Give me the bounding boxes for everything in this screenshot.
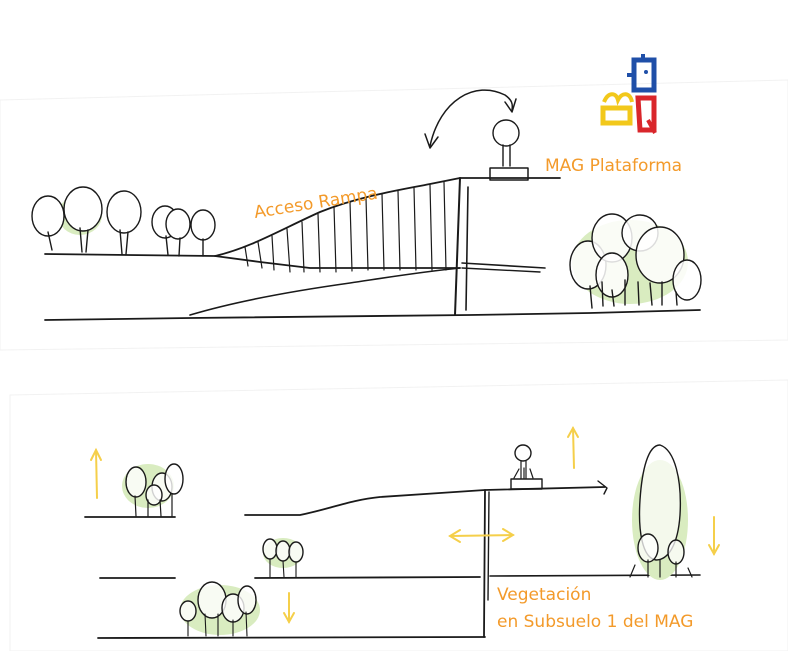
ramp-hatching — [244, 181, 447, 273]
bottom-section: Vegetación en Subsuelo 1 del MAG — [84, 425, 720, 639]
tree-icon — [513, 444, 534, 479]
left-tree-group — [31, 186, 216, 257]
vegetation-label-line1: Vegetación — [497, 585, 591, 605]
right-tree-group — [569, 213, 702, 309]
vegetation-label-line2: en Subsuelo 1 del MAG — [497, 612, 693, 632]
tree-cluster-upper-left — [122, 463, 184, 517]
up-arrow-icon — [567, 425, 579, 469]
tree-cluster-middle — [262, 538, 304, 578]
logo-icon — [600, 54, 657, 134]
down-arrow-icon — [283, 592, 295, 625]
tall-tree-cluster — [629, 444, 693, 580]
up-arrow-icon — [90, 447, 102, 499]
bottom-sheet — [9, 379, 788, 651]
tree-icon — [492, 119, 520, 167]
double-arrow-icon — [448, 528, 515, 543]
tree-cluster-lower — [179, 581, 260, 637]
curved-arrow-icon — [424, 89, 517, 149]
down-arrow-icon — [708, 516, 720, 557]
top-section: Acceso Rampa MAG Plataforma — [31, 54, 702, 321]
platform-label: MAG Plataforma — [545, 156, 682, 176]
